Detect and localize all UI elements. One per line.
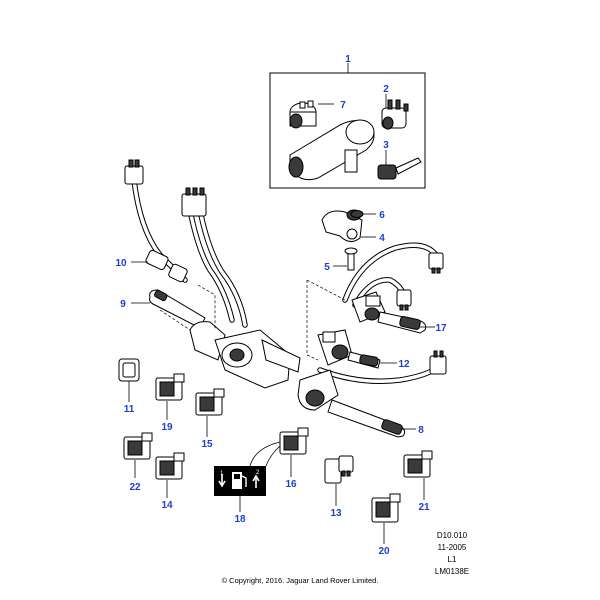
- copyright-notice: © Copyright, 2016. Jaguar Land Rover Lim…: [221, 576, 379, 585]
- callout-12: 12: [398, 359, 410, 370]
- stalk-12-part: [347, 351, 381, 369]
- section-code: D10.010: [436, 531, 468, 540]
- switch-22-part: [123, 432, 153, 460]
- revision-date: 11-2005: [437, 543, 467, 552]
- connector-right-top: [428, 252, 444, 274]
- fuel-symbol-label: 1 2: [214, 466, 266, 496]
- svg-text:2: 2: [256, 470, 260, 476]
- switch-21-part: [403, 450, 433, 478]
- svg-text:1: 1: [220, 471, 224, 477]
- left-harness: [131, 177, 248, 328]
- callout-2: 2: [383, 84, 389, 95]
- callout-4: 4: [379, 233, 385, 244]
- callout-13: 13: [330, 508, 342, 519]
- connector-right-low: [429, 350, 447, 375]
- right-switch-upper: [351, 291, 386, 323]
- column-switch-body: [189, 321, 301, 389]
- callout-17: 17: [435, 323, 447, 334]
- dashed-guides-left: [159, 284, 216, 331]
- key-part: [377, 157, 422, 180]
- steering-lock-housing: [288, 119, 375, 181]
- lock-barrel-part: [289, 100, 317, 129]
- callout-8: 8: [418, 425, 424, 436]
- drawing-id: LM0138E: [434, 567, 470, 576]
- switch-15-part: [195, 388, 225, 416]
- connector-right-mid: [396, 289, 412, 311]
- callout-19: 19: [161, 422, 173, 433]
- switch-16-part: [279, 427, 309, 455]
- switch-14-part: [155, 452, 185, 480]
- switch-20-part: [371, 493, 401, 523]
- callout-7: 7: [340, 100, 346, 111]
- screw-part: [344, 247, 358, 271]
- level-code: L1: [447, 555, 457, 564]
- callout-16: 16: [285, 479, 297, 490]
- callout-21: 21: [418, 502, 430, 513]
- washer-part: [350, 210, 364, 218]
- switch-8-part: [297, 369, 406, 438]
- dashed-guides-right: [306, 279, 346, 361]
- ignition-switch-part: [381, 99, 409, 130]
- switch-13-part: [324, 455, 354, 484]
- connector-10-part: [145, 249, 188, 283]
- drawing-metadata: D10.010 11-2005 L1 LM0138E: [420, 530, 484, 578]
- callout-15: 15: [201, 439, 213, 450]
- callout-18: 18: [234, 514, 246, 525]
- right-switch-lower: [317, 329, 353, 366]
- callout-10: 10: [115, 258, 127, 269]
- assembly-1-box: [269, 72, 426, 189]
- assembly-1-group: [269, 63, 426, 189]
- callout-14: 14: [161, 500, 173, 511]
- callout-1: 1: [345, 54, 351, 65]
- switch-11-part: [118, 358, 140, 382]
- callout-22: 22: [129, 482, 141, 493]
- stalk-17-part: [377, 311, 427, 334]
- stalk-9-part: [149, 289, 206, 329]
- connector-top-center: [181, 187, 207, 217]
- callout-3: 3: [383, 140, 389, 151]
- callout-20: 20: [378, 546, 390, 557]
- callout-11: 11: [124, 404, 135, 415]
- callout-6: 6: [379, 210, 385, 221]
- switch-19-part: [155, 373, 185, 401]
- callout-5: 5: [324, 262, 330, 273]
- connector-top-left: [124, 159, 144, 185]
- callout-9: 9: [120, 299, 126, 310]
